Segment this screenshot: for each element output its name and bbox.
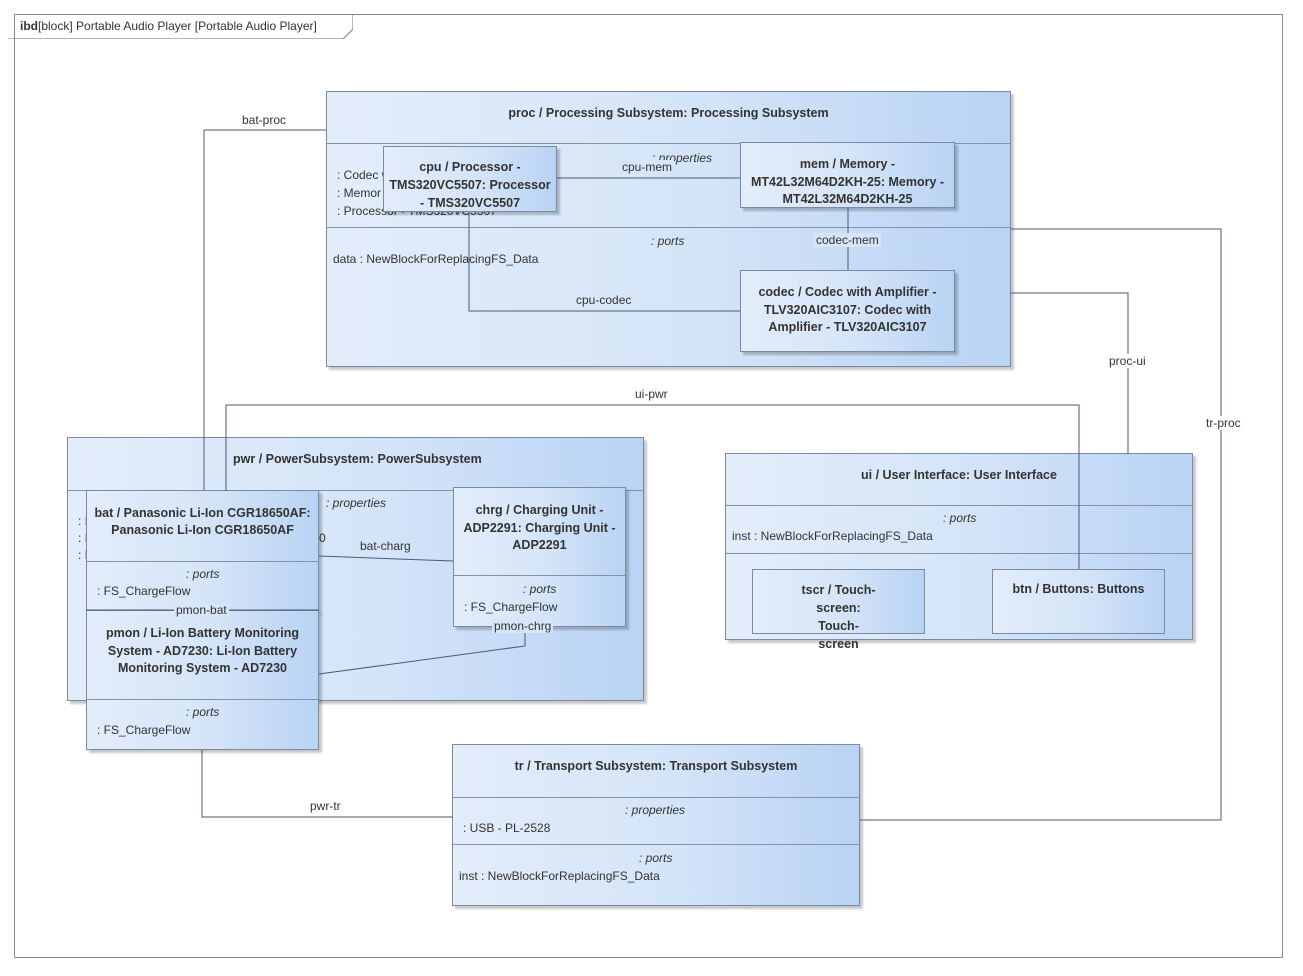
tscr-part[interactable]: tscr / Touch-screen: Touch-screen — [752, 569, 925, 651]
label-proc-ui: proc-ui — [1107, 354, 1148, 368]
frame-label: [block] Portable Audio Player [Portable … — [38, 19, 317, 33]
pwr-property-2: : I — [78, 531, 89, 545]
pmon-separator — [87, 699, 318, 700]
codec-part[interactable]: codec / Codec with Amplifier - TLV320AIC… — [740, 270, 955, 352]
ui-separator-1 — [726, 505, 1192, 506]
diagram-frame — [14, 14, 1283, 958]
label-tr-proc: tr-proc — [1204, 416, 1243, 430]
ui-title: ui / User Interface: User Interface — [861, 468, 1057, 482]
pwr-property-3: : I — [78, 548, 89, 562]
pmon-ports-label: : ports — [186, 705, 220, 719]
tr-ports-label: : ports — [639, 851, 673, 865]
proc-ports-label: : ports — [651, 234, 685, 248]
tr-property-usb: : USB - PL-2528 — [463, 821, 551, 835]
btn-part[interactable]: btn / Buttons: Buttons — [992, 569, 1165, 634]
proc-property-2: : Memor — [337, 186, 382, 200]
pwr-property-1: : I — [78, 514, 89, 528]
btn-title: btn / Buttons: Buttons — [1012, 582, 1145, 596]
label-pmon-chrg: pmon-chrg — [492, 619, 554, 633]
proc-property-1: : Codec w — [337, 168, 391, 182]
label-cpu-codec: cpu-codec — [576, 293, 632, 307]
frame-kind: ibd — [20, 19, 38, 33]
bat-separator — [87, 561, 318, 562]
bat-ports-label: : ports — [186, 567, 220, 581]
tr-separator-2 — [453, 844, 859, 845]
tscr-title: tscr / Touch-screen: Touch-screen — [801, 583, 876, 651]
proc-separator-1 — [327, 143, 1010, 144]
bat-port: : FS_ChargeFlow — [97, 584, 191, 598]
bat-part[interactable]: bat / Panasonic Li-Ion CGR18650AF: Panas… — [86, 490, 319, 611]
pmon-title: pmon / Li-Ion Battery Monitoring System … — [105, 626, 300, 675]
cpu-part[interactable]: cpu / Processor - TMS320VC5507: Processo… — [383, 146, 557, 212]
proc-separator-2 — [327, 227, 1010, 228]
tr-separator-1 — [453, 797, 859, 798]
chrg-separator — [454, 575, 625, 576]
pwr-title: pwr / PowerSubsystem: PowerSubsystem — [233, 452, 482, 466]
tr-properties-label: : properties — [625, 803, 686, 817]
chrg-ports-label: : ports — [523, 582, 557, 596]
tr-port-inst: inst : NewBlockForReplacingFS_Data — [459, 869, 660, 883]
proc-title: proc / Processing Subsystem: Processing … — [508, 106, 829, 120]
pmon-port: : FS_ChargeFlow — [97, 723, 191, 737]
label-pwr-tr: pwr-tr — [308, 799, 343, 813]
frame-tab: ibd[block] Portable Audio Player [Portab… — [8, 14, 353, 39]
mem-part[interactable]: mem / Memory - MT42L32M64D2KH-25: Memory… — [740, 142, 955, 208]
label-cpu-mem: cpu-mem — [620, 160, 675, 174]
bat-title: bat / Panasonic Li-Ion CGR18650AF: Panas… — [94, 506, 311, 537]
codec-title: codec / Codec with Amplifier - TLV320AIC… — [758, 285, 937, 334]
label-pmon-bat: pmon-bat — [174, 603, 229, 617]
tr-block[interactable]: tr / Transport Subsystem: Transport Subs… — [452, 744, 860, 906]
ui-separator-2 — [726, 553, 1192, 554]
pmon-part[interactable]: pmon / Li-Ion Battery Monitoring System … — [86, 610, 319, 750]
ui-ports-label: : ports — [943, 511, 977, 525]
proc-port-data: data : NewBlockForReplacingFS_Data — [333, 252, 539, 266]
chrg-port: : FS_ChargeFlow — [464, 600, 558, 614]
mem-title: mem / Memory - MT42L32M64D2KH-25: Memory… — [750, 157, 945, 206]
label-bat-charg: bat-charg — [360, 539, 411, 553]
ui-port-inst: inst : NewBlockForReplacingFS_Data — [732, 529, 933, 543]
tr-title: tr / Transport Subsystem: Transport Subs… — [514, 759, 798, 773]
chrg-part[interactable]: chrg / Charging Unit - ADP2291: Charging… — [453, 487, 626, 627]
label-ui-pwr: ui-pwr — [633, 387, 670, 401]
label-bat-proc: bat-proc — [240, 113, 289, 127]
chrg-title: chrg / Charging Unit - ADP2291: Charging… — [463, 503, 616, 552]
frame-tab-shape — [8, 14, 353, 39]
pwr-properties-label: : properties — [326, 496, 387, 510]
cpu-title: cpu / Processor - TMS320VC5507: Processo… — [389, 160, 551, 210]
label-codec-mem: codec-mem — [814, 233, 881, 247]
pwr-property-tail: 0 — [319, 531, 326, 545]
